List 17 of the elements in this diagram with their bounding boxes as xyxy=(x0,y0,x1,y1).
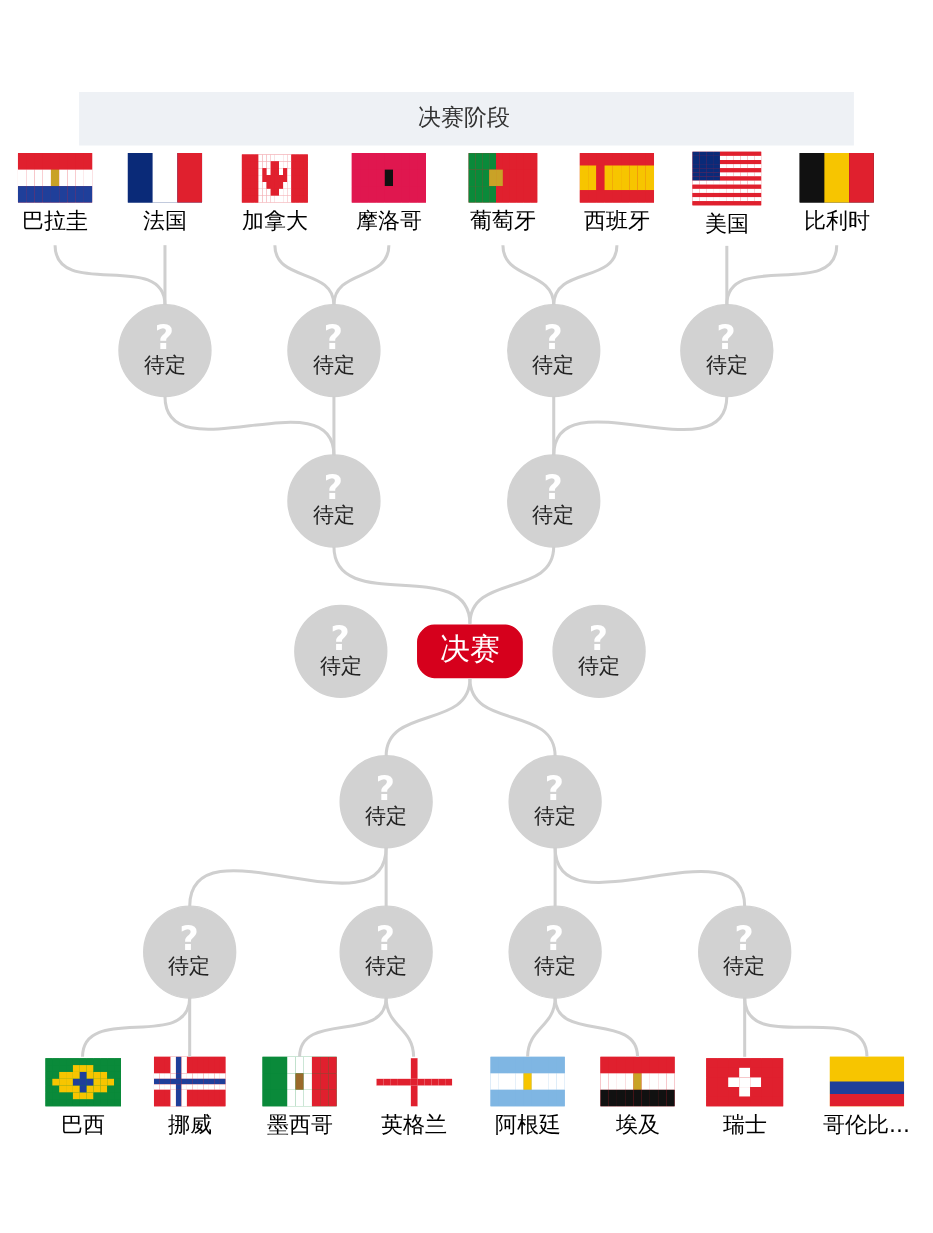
node-label: 埃及 xyxy=(615,1111,660,1137)
node-label: 哥伦比... xyxy=(822,1111,910,1137)
node-label: 摩洛哥 xyxy=(355,207,422,233)
node-label: 巴西 xyxy=(61,1111,106,1137)
node-label: 美国 xyxy=(704,210,749,236)
node-label: 比利时 xyxy=(803,207,870,233)
node-label: 加拿大 xyxy=(241,207,308,233)
node-label: 阿根廷 xyxy=(494,1111,561,1137)
node-label: 墨西哥 xyxy=(266,1111,333,1137)
node-label: 瑞士 xyxy=(722,1111,767,1137)
diagram-title: 决赛阶段 xyxy=(418,102,511,131)
node-label: 法国 xyxy=(142,207,187,233)
node-label: 英格兰 xyxy=(380,1111,447,1137)
node-label: 葡萄牙 xyxy=(469,207,536,233)
node-label: 西班牙 xyxy=(583,207,650,233)
node-label: 巴拉圭 xyxy=(22,207,89,233)
node-label: 挪威 xyxy=(167,1111,212,1137)
